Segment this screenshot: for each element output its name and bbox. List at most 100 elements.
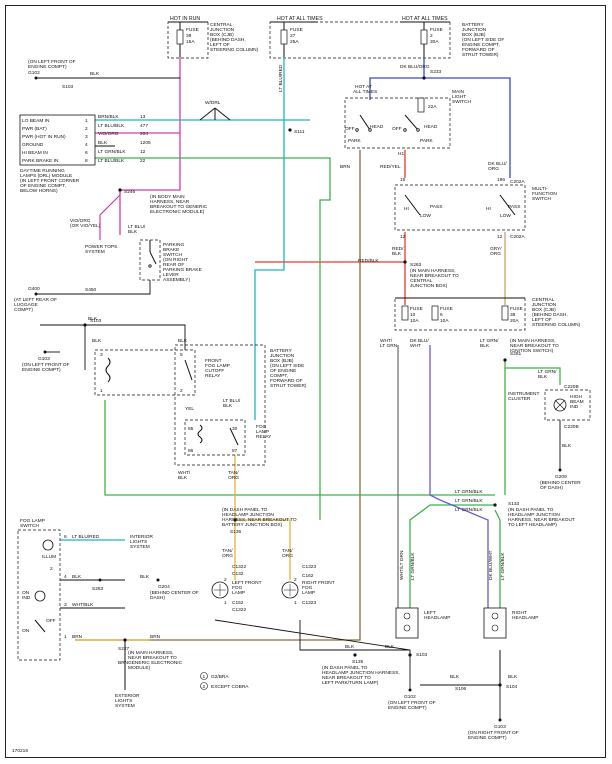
drl-wire-names: BRN/BLK LT BLU/BLK VIO/ORG BLK LT GRN/BL…	[98, 114, 126, 164]
bjb-top-label: BATTERY JUNCTION BOX (BJB) (ON LEFT SIDE…	[462, 22, 504, 58]
fogsw-illum-bulb-icon	[42, 539, 54, 551]
pb-l8: ASSEMBLY)	[163, 277, 191, 283]
g209-loc-1: (BEHIND CENTER	[540, 480, 581, 486]
drl-label-3: (IN LEFT FRONT CORNER	[20, 178, 80, 184]
ltgrnblk-vert2: LT GRN/BLK	[500, 552, 506, 580]
c152-label: C152	[232, 600, 244, 606]
fuse38-symbol	[501, 305, 509, 321]
bjb2-l1: BATTERY	[270, 348, 292, 354]
mfs-l2: FUNCTION	[532, 191, 557, 197]
fuse27-l1: FUSE	[290, 27, 303, 33]
g204-dot	[156, 578, 160, 582]
g102-dot	[34, 76, 38, 80]
bjb-top-l6: FORWARD OF	[462, 47, 495, 53]
fuse39-l1: FUSE	[186, 27, 199, 33]
bjb-mid-label: BATTERY JUNCTION BOX (BJB) (ON LEFT SIDE…	[270, 348, 307, 389]
left-headlamp-icon	[395, 607, 419, 639]
fr-pin-2: 2	[180, 388, 183, 394]
s263-d4: JUNCTION BOX)	[410, 283, 448, 289]
left-fog-l2: FOG	[232, 585, 243, 591]
hot-at-l1: HOT AT	[355, 84, 372, 90]
exterior-l3: SYSTEM	[115, 703, 135, 709]
bjb2-l4: (ON LEFT SIDE	[270, 363, 304, 369]
s133-dot	[493, 503, 497, 507]
pb-l1: PARKING	[163, 242, 185, 248]
s104-label: S104	[506, 684, 518, 690]
lfog-pin1: 1	[224, 600, 227, 606]
c202a-top: C202A	[510, 179, 525, 185]
park2: PARK	[420, 138, 434, 144]
mls-outline	[344, 97, 451, 149]
s136-label: S136	[230, 529, 242, 535]
s103-dot	[83, 323, 87, 327]
cluster-outline	[544, 389, 591, 421]
hibeam-l2: BEAM	[570, 399, 584, 405]
drl-module-label: DAYTIME RUNNING LAMPS (DRL) MODULE (IN L…	[20, 168, 80, 194]
f6-l2: 6	[440, 312, 443, 318]
fogsw-title-1: FOG LAMP	[20, 518, 45, 524]
cjb-top-l1: CENTRAL	[210, 22, 233, 28]
pb-l3: SWITCH	[163, 252, 182, 258]
lhead-l1: LEFT	[424, 610, 436, 616]
wire-lt-grn-blk-head-r	[494, 509, 501, 610]
rhead-l1: RIGHT	[512, 610, 527, 616]
red-yel-label: RED/YEL	[380, 164, 401, 170]
legend-item-1: G2/BRA	[211, 674, 229, 680]
s133-d4: TO LEFT HEADLAMP)	[508, 522, 557, 528]
c1322-top: C1322	[232, 564, 246, 570]
red-blk2-l2: BLK	[392, 251, 402, 257]
hi1: HI	[404, 206, 409, 212]
g400-dot	[34, 292, 38, 296]
drl-pin-park-brake: PARK BRAKE IN	[22, 158, 59, 164]
drl-num-3: 3	[85, 134, 88, 140]
bjb-top-l2: JUNCTION	[462, 27, 487, 33]
diagram-frame	[5, 5, 606, 758]
s227-label: S227	[118, 646, 130, 652]
c1323-top: C1323	[302, 564, 316, 570]
ltgrnblk-cjb-l2: BLK	[480, 343, 490, 349]
tanorg2-l2: ORG	[282, 553, 293, 559]
dkbluorg2-l1: DK BLU/	[488, 161, 507, 167]
drl-pin-pwr-run: PWR (HOT IN RUN)	[22, 134, 66, 140]
mfs-outline	[394, 184, 526, 231]
cjb-top-label: CENTRAL JUNCTION BOX (CJB) (BEHIND DASH,…	[210, 22, 259, 53]
legend-circle-2	[200, 682, 208, 690]
cjb-top-l4: (BEHIND DASH,	[210, 37, 246, 43]
tanorg1-l1: TAN/	[222, 548, 233, 554]
s136-dot	[233, 518, 237, 522]
fuse2-l2: 2	[430, 33, 433, 39]
drl-wire-2: LT BLU/BLK	[98, 123, 125, 129]
wire-vio-org-s246	[119, 133, 181, 235]
tanorg1-l2: ORG	[222, 553, 233, 559]
ltgrnblk-vert: LT GRN/BLK	[410, 552, 416, 580]
cutoff-relay-outline	[94, 349, 196, 396]
gry-org-l2: ORG	[490, 251, 501, 257]
fuse39-symbol	[176, 29, 184, 45]
f6-l3: 10A	[440, 318, 449, 324]
left-fog-l3: LAMP	[232, 590, 245, 596]
g204-loc-1: (BEHIND CENTER OF	[150, 590, 199, 596]
top-fuse-area: HOT IN RUN HOT AT ALL TIMES HOT AT ALL T…	[167, 16, 504, 59]
drl-num-2: 2	[85, 126, 88, 132]
drl-ckt-1: 13	[140, 114, 146, 120]
ltgrnblk-a: LT GRN/BLK	[455, 489, 483, 495]
ltgrnblk-cjb-l1: LT GRN/	[480, 338, 499, 344]
s136-d4: BATTERY JUNCTION BOX)	[222, 522, 283, 528]
cjb2-l5: LEFT OF	[532, 317, 552, 323]
mfs-l3: SWITCH	[532, 196, 551, 202]
s106-label: S106	[455, 686, 467, 692]
s133-d2: HEADLAMP JUNCTION	[508, 512, 560, 518]
s135-label: S135	[352, 659, 364, 665]
interior-l3: SYSTEM	[130, 544, 150, 550]
fogsw-pin2: 2	[50, 566, 53, 572]
instrument-cluster: LT GRN/ BLK C220B HIGH BEAM IND INSTRUME…	[508, 369, 591, 491]
drl-pin-ground: GROUND	[22, 142, 44, 148]
fog-relay-outline	[184, 419, 246, 456]
cutoff-coil-icon	[105, 357, 111, 383]
drl-pin-pwr-bat: PWR (BAT)	[22, 126, 47, 132]
g103-left-label: G103	[38, 356, 50, 362]
cjb-top-l2: JUNCTION	[210, 27, 235, 33]
wire-dk-blu-wht	[429, 345, 441, 501]
legend-circle-1	[200, 672, 208, 680]
